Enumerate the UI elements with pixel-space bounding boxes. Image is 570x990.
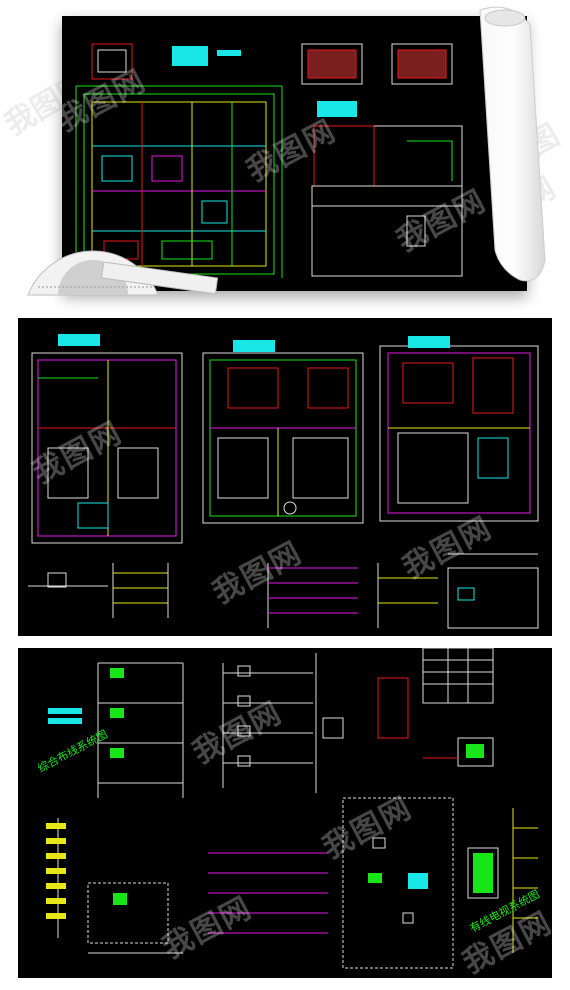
system-diagram-drawing [46,648,538,969]
floor-plan-sheet: 我图网 我图网 我图网 [62,16,527,291]
floor-plan-drawing [75,43,463,278]
rolled-paper-icon [479,6,546,282]
plans-drawing [28,334,539,629]
building-plans-panel: 我图网 我图网 我图网 [18,318,552,636]
system-diagrams-panel: 综合布线系统图 有线电视系统图 我图网 我图网 我图网 我图网 [18,648,552,978]
ruler-icon [100,262,219,295]
